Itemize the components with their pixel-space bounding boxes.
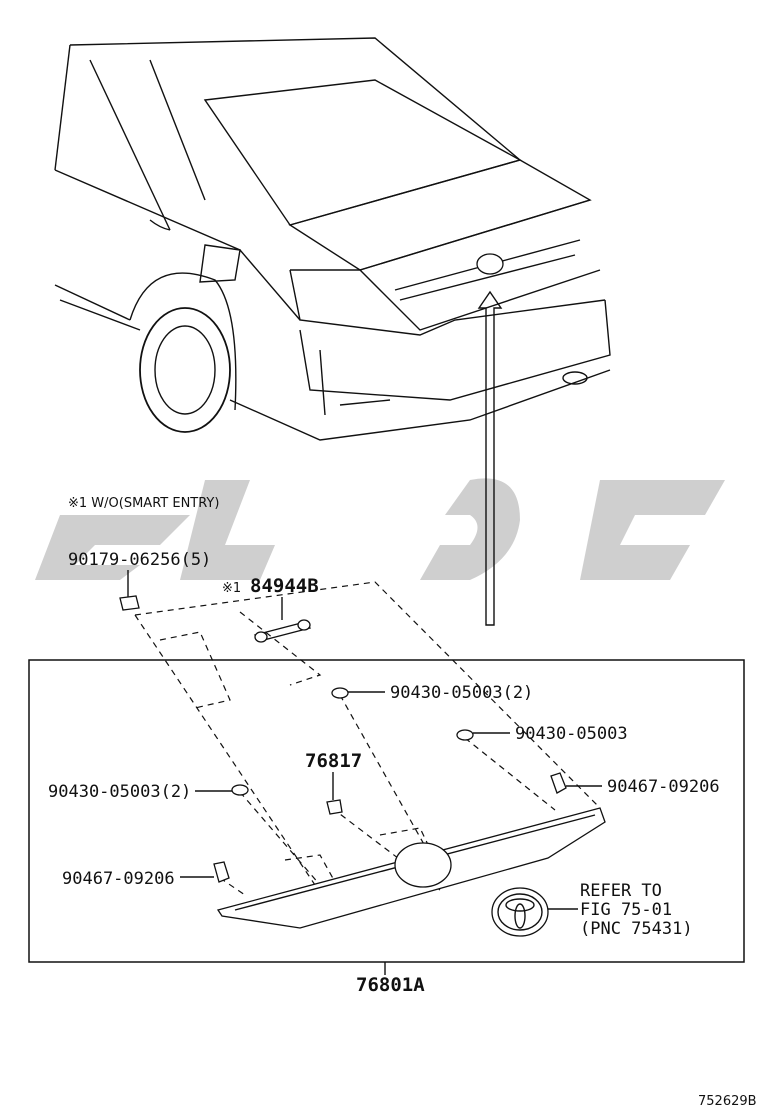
- part-label-90179: 90179-06256(5): [68, 550, 211, 570]
- clip-icon: [119, 595, 140, 611]
- part-label-76817: 76817: [305, 750, 362, 772]
- part-label-assembly: 76801A: [356, 974, 425, 996]
- watermark-logo: [35, 478, 725, 580]
- grommet-icon: [456, 729, 474, 741]
- emblem-hole: [394, 842, 452, 888]
- figure-id: 752629B: [698, 1094, 757, 1109]
- refer-line-1: REFER TO: [580, 881, 662, 901]
- nut-icon: [326, 799, 343, 815]
- clip-icon: [213, 861, 230, 883]
- part-label-90430-upper: 90430-05003(2): [390, 683, 533, 703]
- assembly-box: [28, 659, 745, 963]
- part-label-90467-right: 90467-09206: [607, 777, 720, 797]
- toyota-emblem-icon: [491, 887, 549, 937]
- grommet-icon: [331, 687, 349, 699]
- part-label-90467-left: 90467-09206: [62, 869, 175, 889]
- part-label-90430-left: 90430-05003(2): [48, 782, 191, 802]
- option-note: ※1 W/O(SMART ENTRY): [68, 496, 219, 511]
- refer-line-3: (PNC 75431): [580, 919, 693, 939]
- car-illustration: [54, 37, 611, 441]
- grommet-icon: [231, 784, 249, 796]
- part-label-84944b: 84944B: [250, 575, 319, 597]
- part-label-90430-right: 90430-05003: [515, 724, 628, 744]
- clip-icon: [550, 772, 567, 794]
- location-arrow-icon: [477, 290, 503, 626]
- option-marker: ※1: [222, 581, 241, 596]
- refer-line-2: FIG 75-01: [580, 900, 672, 920]
